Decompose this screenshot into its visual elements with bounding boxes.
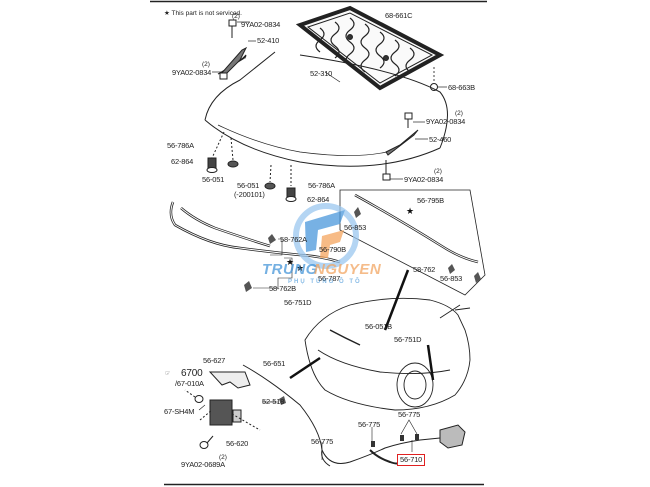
hood-prop-rod <box>383 269 410 331</box>
clip-58-762 <box>448 264 455 274</box>
part-note-200101: (-200101) <box>234 190 265 199</box>
watermark-tagline: PHỤ TÙNG Ô TÔ <box>288 279 362 285</box>
part-label-56-775[interactable]: 56-775 <box>358 420 381 429</box>
hood-insulator <box>295 5 445 91</box>
release-handle <box>184 371 261 449</box>
part-label-9ya02-0834[interactable]: 9YA02-0834 <box>404 175 444 184</box>
watermark-brand-a: TRUNG <box>262 261 318 278</box>
part-label-56-786a[interactable]: 56-786A <box>308 181 335 190</box>
part-label-52-518[interactable]: 52-518 <box>262 397 285 406</box>
clamp-56-775-b <box>400 435 404 441</box>
vehicle-front <box>304 297 471 411</box>
clip-58-762a <box>268 234 276 244</box>
part-label-56-775[interactable]: 56-775 <box>398 410 421 419</box>
ref-label-67-010a[interactable]: /67-010A <box>175 379 204 388</box>
legend-text: This part is not serviced. <box>171 10 242 17</box>
part-label-56-051[interactable]: 56-051 <box>237 181 260 190</box>
clamp-56-775-c <box>415 434 419 440</box>
part-label-56-790b[interactable]: 56-790B <box>319 245 346 254</box>
part-label-56-651[interactable]: 56-651 <box>263 359 286 368</box>
part-label-56-775[interactable]: 56-775 <box>311 437 334 446</box>
qty-label: (2) <box>232 13 240 20</box>
clip-56-853-top <box>354 207 361 218</box>
part-label-56-853[interactable]: 56-853 <box>440 274 463 283</box>
hood-latch <box>439 424 466 449</box>
part-label-52-310[interactable]: 52-310 <box>310 69 333 78</box>
ref-label-6700[interactable]: 6700 <box>181 368 203 379</box>
part-label-9ya02-0834[interactable]: 9YA02-0834 <box>426 117 466 126</box>
part-label-9ya02-0689a[interactable]: 9YA02-0689A <box>181 460 225 469</box>
part-label-56-051b[interactable]: 56-051B <box>365 322 392 331</box>
clip-56-853-bottom <box>474 272 481 283</box>
clip-58-762b <box>244 281 252 292</box>
part-label-52-460[interactable]: 52-460 <box>429 135 452 144</box>
part-label-56-787[interactable]: 56-787 <box>318 274 341 283</box>
part-label-56-710-highlighted[interactable]: 56-710 <box>397 454 426 466</box>
ref-label-67-sh4m[interactable]: 67-SH4M <box>164 407 195 416</box>
part-label-9ya02-0834[interactable]: 9YA02-0834 <box>172 68 212 77</box>
qty-label: (2) <box>202 61 210 68</box>
part-label-58-762[interactable]: 58-762 <box>413 265 436 274</box>
star-icon: ★ <box>406 206 414 216</box>
watermark-logo-icon <box>293 203 359 269</box>
hinge-left <box>217 19 248 80</box>
clamp-56-775-a <box>371 441 375 447</box>
part-label-56-051[interactable]: 56-051 <box>202 175 225 184</box>
part-label-52-410[interactable]: 52-410 <box>257 36 280 45</box>
hood-seals-left <box>169 201 341 264</box>
part-label-56-751d[interactable]: 56-751D <box>284 298 312 307</box>
qty-label: (2) <box>434 168 442 175</box>
part-label-56-795b[interactable]: 56-795B <box>417 196 444 205</box>
clip-52-518 <box>279 396 286 405</box>
hinge-right <box>382 112 419 181</box>
part-label-68-661c[interactable]: 68-661C <box>385 11 413 20</box>
qty-label: (2) <box>455 110 463 117</box>
part-label-62-864[interactable]: 62-864 <box>171 157 194 166</box>
part-label-9ya02-0834[interactable]: 9YA02-0834 <box>241 20 281 29</box>
star-icon: ★ <box>296 263 304 273</box>
part-label-62-864[interactable]: 62-864 <box>307 195 330 204</box>
legend-note: ★ This part is not serviced. <box>164 9 242 17</box>
part-label-56-786a[interactable]: 56-786A <box>167 141 194 150</box>
hood-panel <box>204 51 448 167</box>
part-label-68-663b[interactable]: 68-663B <box>448 83 475 92</box>
part-label-58-762a[interactable]: 58-762A <box>280 235 307 244</box>
part-label-56-627[interactable]: 56-627 <box>203 356 226 365</box>
watermark-brand-b: NGUYEN <box>314 261 382 278</box>
part-label-56-853[interactable]: 56-853 <box>344 223 367 232</box>
striker-parts <box>206 131 297 202</box>
star-icon: ★ <box>164 10 170 17</box>
star-icon: ★ <box>286 257 294 267</box>
part-label-56-620[interactable]: 56-620 <box>226 439 249 448</box>
part-label-58-762b[interactable]: 58-762B <box>269 284 296 293</box>
hand-pointer-icon: ☞ <box>165 371 171 377</box>
qty-label: (2) <box>219 454 227 461</box>
part-label-56-751d[interactable]: 56-751D <box>394 335 422 344</box>
